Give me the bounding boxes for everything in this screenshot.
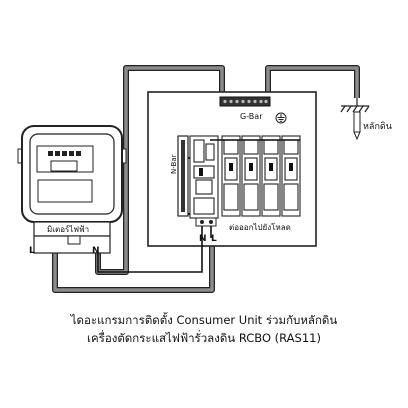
ground-rod-icon bbox=[353, 111, 361, 141]
breaker-3 bbox=[261, 135, 281, 217]
breaker-1 bbox=[221, 135, 241, 217]
breaker-4 bbox=[281, 135, 301, 217]
ground-symbol-icon bbox=[340, 98, 370, 113]
rcbo-L-label: L bbox=[211, 234, 217, 244]
meter-L-label: L bbox=[29, 246, 35, 256]
meter-register-icon bbox=[48, 151, 81, 156]
meter-label: มิเตอร์ไฟฟ้า bbox=[47, 224, 89, 234]
caption-line-2: เครื่องตัดกระแสไฟฟ้ารั่วลงดิน RCBO (RAS1… bbox=[87, 331, 321, 345]
rcbo-main-device bbox=[189, 135, 219, 219]
load-output-label: ต่อออกไปยังโหลด bbox=[229, 222, 291, 232]
g-bar bbox=[219, 96, 271, 107]
rcbo-input-terminals bbox=[195, 217, 217, 227]
meter-bottom-terminal bbox=[67, 235, 81, 245]
caption-line-1: ไดอะแกรมการติดตั้ง Consumer Unit ร่วมกับ… bbox=[70, 313, 338, 327]
earth-symbol-icon bbox=[275, 112, 287, 124]
ground-rod-label: หลักดิน bbox=[363, 121, 392, 132]
n-bar bbox=[177, 135, 189, 217]
wire-meter-N bbox=[97, 226, 203, 273]
breaker-toggles bbox=[199, 163, 293, 176]
n-bar-label: N-Bar bbox=[170, 154, 178, 174]
g-bar-label: G-Bar bbox=[240, 112, 263, 121]
breaker-2 bbox=[241, 135, 261, 217]
meter-N-label: N bbox=[92, 246, 100, 256]
